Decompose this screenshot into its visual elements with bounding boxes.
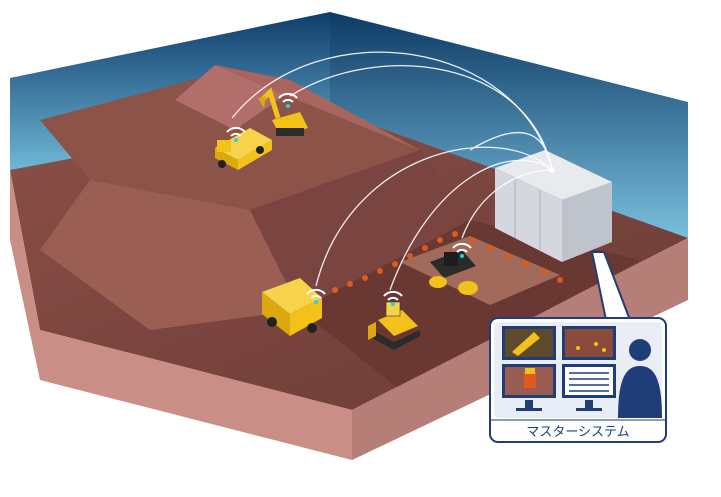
bulldozer — [368, 301, 420, 350]
wifi-icon — [278, 92, 298, 108]
link-hub — [549, 167, 555, 173]
monitor-icon — [562, 326, 616, 360]
excavator — [258, 87, 308, 136]
monitor-icon — [562, 364, 616, 398]
work-area — [300, 220, 640, 390]
site-office-container — [495, 150, 612, 262]
master-system-panel: マスターシステム — [489, 317, 667, 443]
dump-truck-bottom — [262, 278, 322, 336]
panel-label: マスターシステム — [526, 425, 629, 440]
hill-right-slope — [250, 150, 470, 310]
wifi-icon — [226, 126, 246, 142]
wifi-icon — [306, 288, 326, 304]
hill-upper-slope — [40, 180, 300, 330]
wireless-links — [231, 51, 553, 291]
operator-silhouette-icon — [618, 339, 662, 418]
hill-peak — [175, 65, 285, 130]
monitor-stands — [516, 400, 602, 411]
monitor-icon — [502, 326, 556, 360]
safety-cones — [332, 231, 563, 293]
compaction-pad — [400, 236, 560, 305]
road-roller — [429, 250, 478, 295]
wifi-icon — [383, 290, 403, 306]
ground-side-left — [10, 170, 352, 460]
monitor-icon — [502, 364, 556, 398]
wifi-icon — [452, 242, 472, 258]
dump-truck-top — [215, 128, 272, 170]
